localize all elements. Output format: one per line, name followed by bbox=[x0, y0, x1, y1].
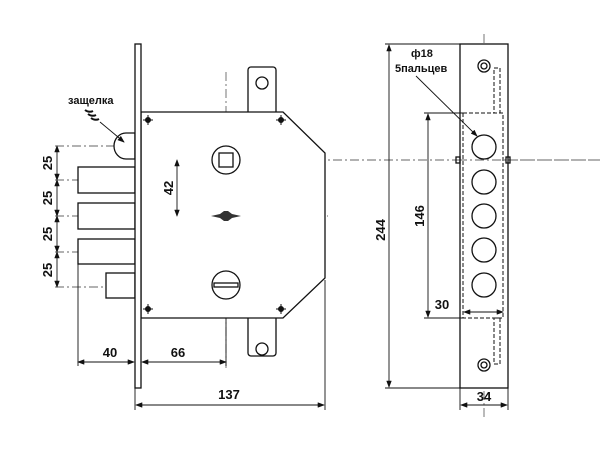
latch-label: защелка bbox=[68, 95, 114, 107]
svg-text:34: 34 bbox=[477, 389, 492, 404]
pitch-label: 25 bbox=[40, 156, 55, 170]
screw-icons bbox=[143, 115, 286, 314]
hole-count-label: 5пальцев bbox=[395, 63, 448, 75]
bolt bbox=[105, 272, 136, 299]
mounting-hole-icon bbox=[255, 342, 269, 356]
bolt bbox=[77, 166, 136, 194]
bottom-dimensions: 40 66 137 bbox=[77, 262, 326, 410]
handle-spindle-icon bbox=[211, 145, 241, 175]
bottom-mounting-tab bbox=[247, 313, 277, 357]
strike-dimensions: 244 146 30 34 bbox=[373, 43, 509, 410]
pitch-label: 25 bbox=[40, 263, 55, 277]
svg-text:30: 30 bbox=[435, 297, 449, 312]
latch bbox=[113, 132, 136, 160]
svg-text:40: 40 bbox=[103, 345, 117, 360]
strike-plate bbox=[455, 43, 600, 389]
svg-text:137: 137 bbox=[218, 387, 240, 402]
mounting-hole-icon bbox=[477, 59, 491, 73]
lock-body bbox=[77, 43, 326, 389]
svg-text:66: 66 bbox=[171, 345, 185, 360]
bolt bbox=[77, 238, 136, 265]
keyhole-icon bbox=[211, 211, 241, 221]
hole-diameter-label: ф18 bbox=[411, 48, 433, 60]
mounting-hole-icon bbox=[477, 358, 491, 372]
cylinder-icon bbox=[211, 270, 241, 300]
svg-text:244: 244 bbox=[373, 218, 388, 240]
svg-text:146: 146 bbox=[412, 205, 427, 227]
svg-text:42: 42 bbox=[161, 181, 176, 195]
bolt-pitch-dimensions: 25 25 25 25 bbox=[40, 145, 60, 288]
top-mounting-tab bbox=[247, 66, 277, 118]
hole-callout: ф18 5пальцев bbox=[395, 48, 478, 137]
bolt bbox=[77, 202, 136, 230]
pitch-label: 25 bbox=[40, 227, 55, 241]
latch-callout: защелка bbox=[68, 95, 125, 143]
bolt-holes bbox=[471, 134, 497, 298]
pitch-label: 25 bbox=[40, 191, 55, 205]
wave-icon bbox=[84, 109, 100, 121]
faceplate bbox=[134, 43, 142, 389]
mounting-hole-icon bbox=[255, 76, 269, 90]
handle-key-dimension: 42 bbox=[161, 159, 180, 217]
